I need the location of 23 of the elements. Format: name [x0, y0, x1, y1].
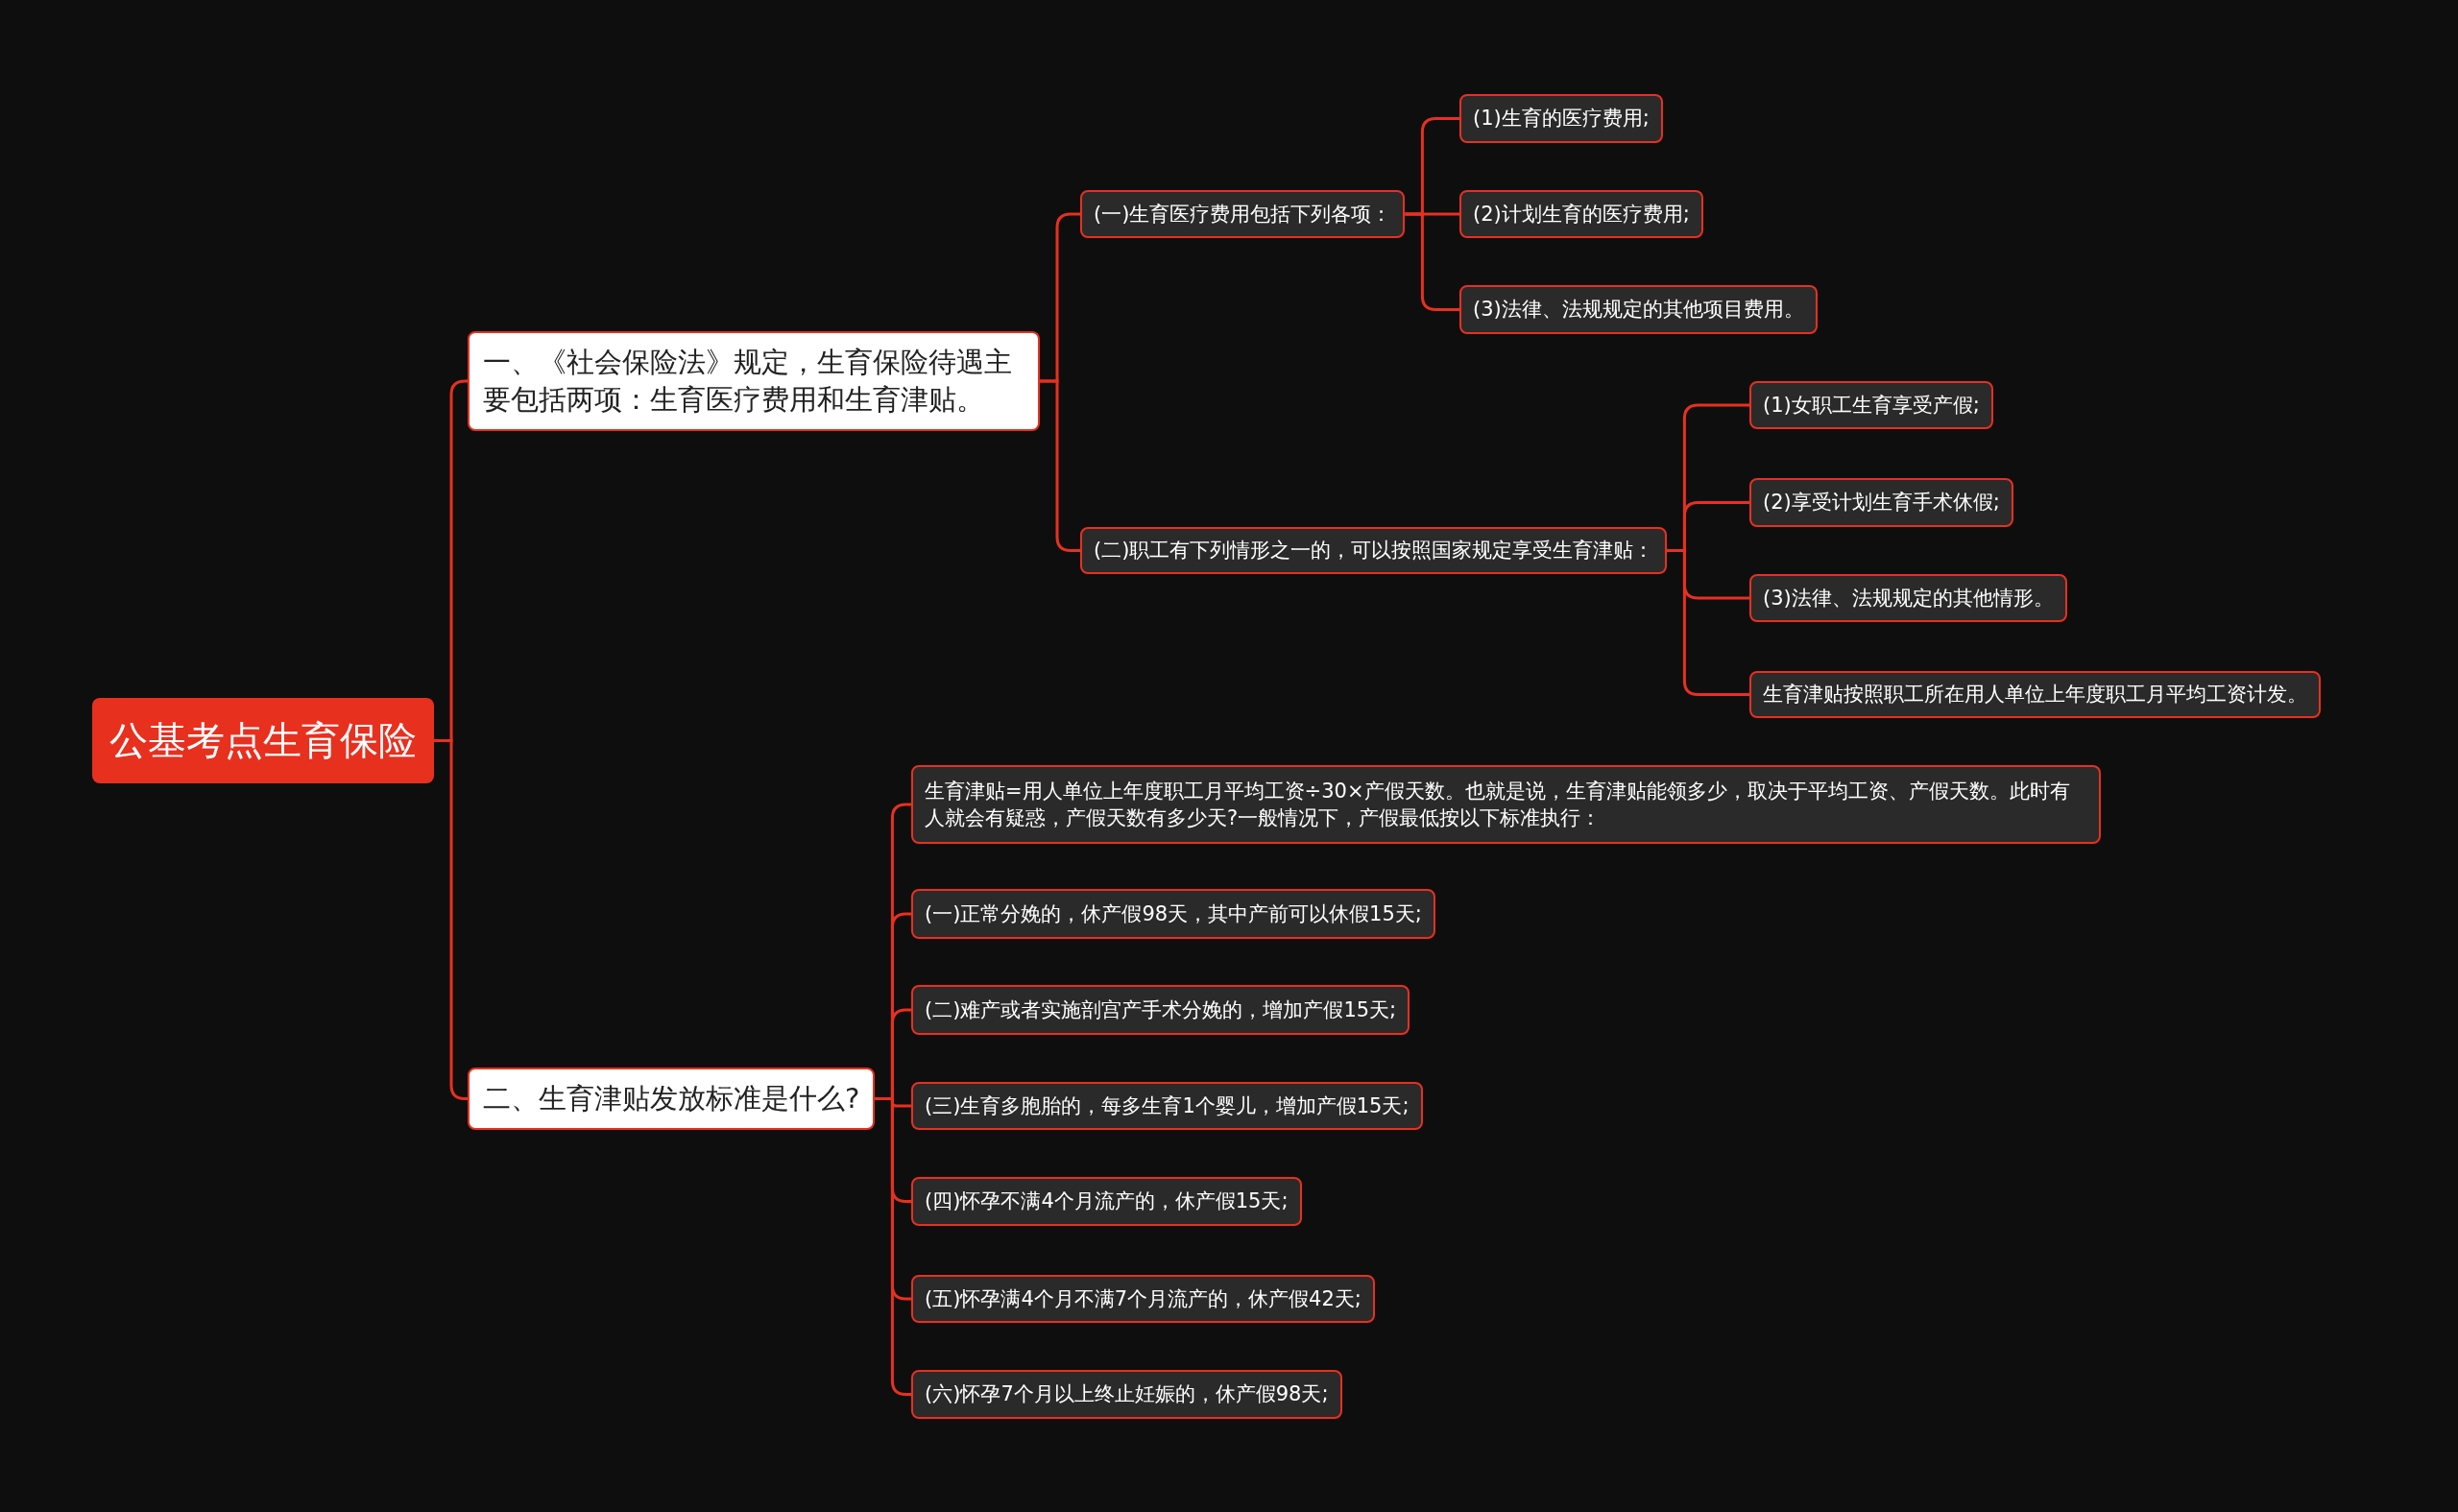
subtopic-box: (3)法律、法规规定的其他情形。 [1749, 574, 2067, 622]
subtopic-box: (2)享受计划生育手术休假; [1749, 478, 2013, 527]
subtopic-box: (3)法律、法规规定的其他项目费用。 [1459, 285, 1818, 334]
subtopic-box: (五)怀孕满4个月不满7个月流产的，休产假42天; [911, 1275, 1375, 1323]
topic-box: 一、《社会保险法》规定，生育保险待遇主要包括两项：生育医疗费用和生育津贴。 [468, 331, 1040, 431]
subtopic-box: (2)计划生育的医疗费用; [1459, 190, 1703, 238]
connector-line [1405, 212, 1459, 311]
subtopic-box: (二)难产或者实施剖宫产手术分娩的，增加产假15天; [911, 985, 1410, 1035]
subtopic-box: (六)怀孕7个月以上终止妊娠的，休产假98天; [911, 1370, 1342, 1419]
subtopic-box: (三)生育多胞胎的，每多生育1个婴儿，增加产假15天; [911, 1082, 1423, 1130]
subtopic-box: (四)怀孕不满4个月流产的，休产假15天; [911, 1177, 1302, 1226]
topic-box: 二、生育津贴发放标准是什么? [468, 1068, 876, 1130]
subtopic-box: (一)正常分娩的，休产假98天，其中产前可以休假15天; [911, 889, 1435, 939]
connector-line [1667, 549, 1749, 696]
subtopic-box: (1)生育的医疗费用; [1459, 94, 1663, 143]
subtopic-box: 生育津贴按照职工所在用人单位上年度职工月平均工资计发。 [1749, 671, 2321, 718]
subtopic-box: (一)生育医疗费用包括下列各项： [1080, 190, 1406, 238]
subtopic-box: 生育津贴=用人单位上年度职工月平均工资÷30×产假天数。也就是说，生育津贴能领多少，取决于平均工资、产假天数。此时有人就会有疑惑，产假天数有多少天?一般情况下，产假最低按以下标准执行： [911, 765, 2101, 844]
subtopic-box: (1)女职工生育享受产假; [1749, 381, 1993, 429]
central-topic-box: 公基考点生育保险 [92, 698, 434, 783]
subtopic-box: (二)职工有下列情形之一的，可以按照国家规定享受生育津贴： [1080, 527, 1668, 574]
connector-line [875, 1097, 911, 1396]
connector-line [1040, 379, 1080, 552]
